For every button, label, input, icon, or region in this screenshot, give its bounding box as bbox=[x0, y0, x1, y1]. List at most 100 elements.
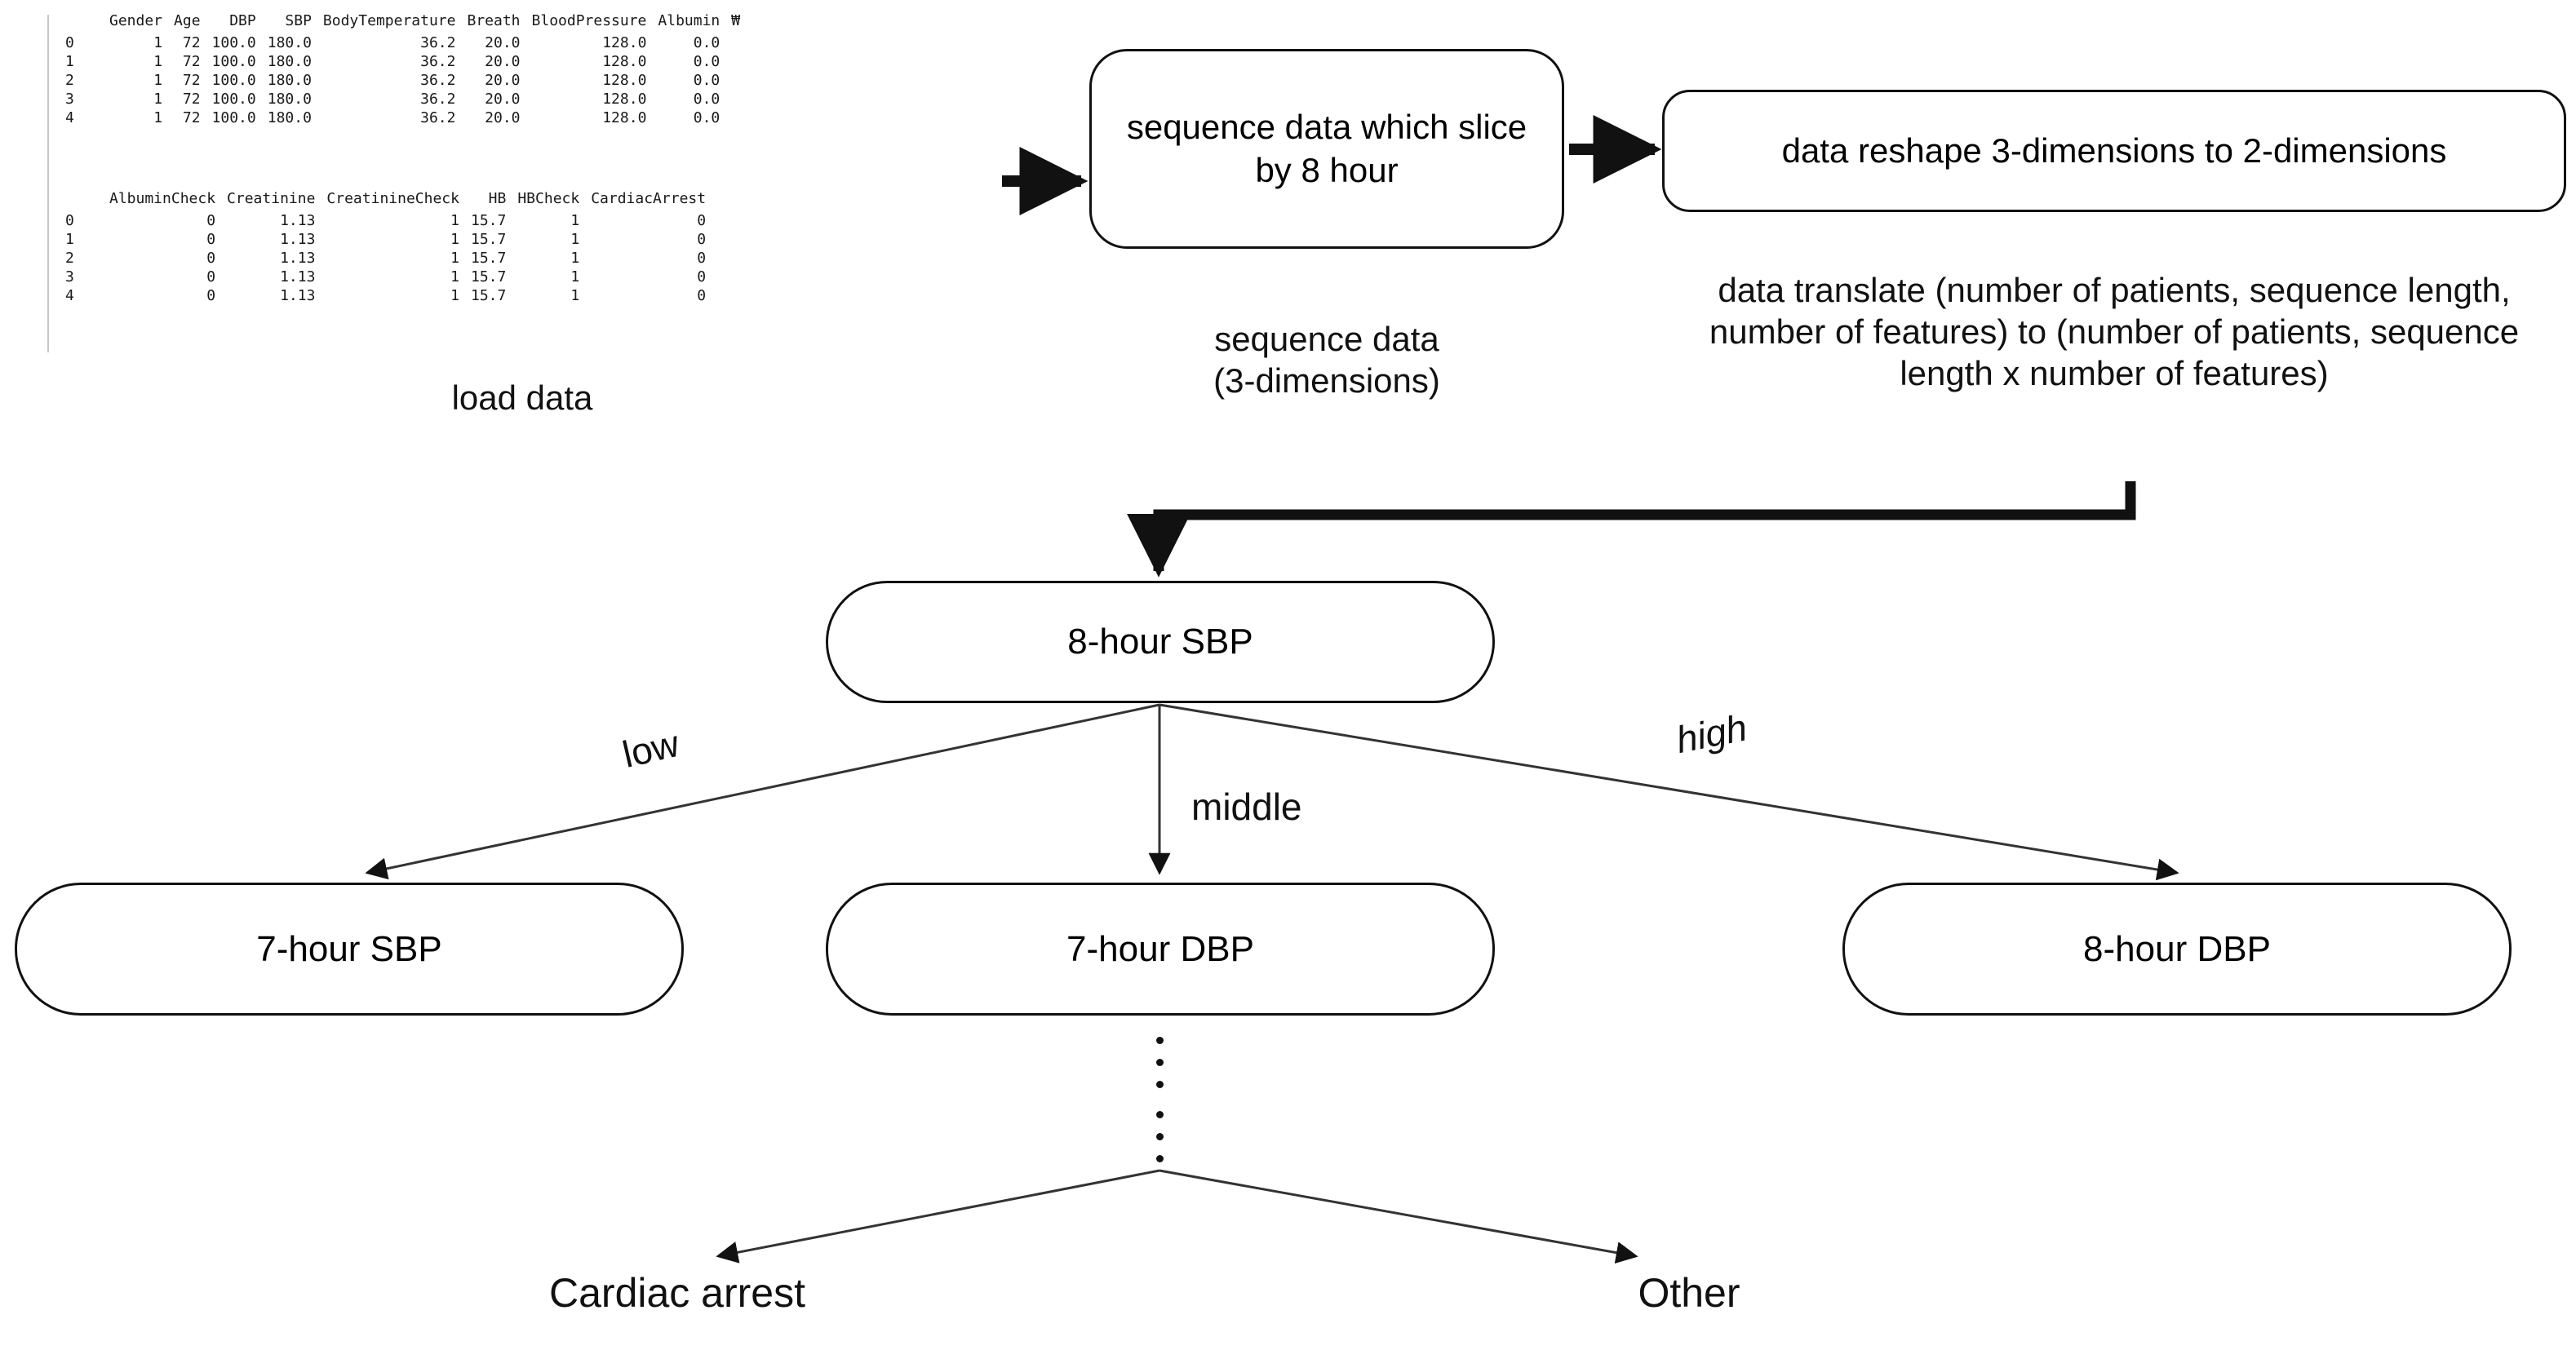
node-data-reshape[interactable]: data reshape 3-dimensions to 2-dimension… bbox=[1662, 90, 2566, 212]
cell-spacer bbox=[720, 71, 740, 90]
cell: 36.2 bbox=[420, 72, 456, 89]
cell: 20.0 bbox=[485, 34, 521, 51]
row-index: 4 bbox=[65, 287, 74, 304]
column-header: Albumin bbox=[658, 12, 720, 29]
table-row: 1 1 72 100.0 180.0 36.2 20.0 128.0 0.0 bbox=[47, 52, 740, 71]
cell: 0.0 bbox=[693, 109, 720, 126]
cell: 72 bbox=[182, 91, 201, 108]
index-header bbox=[47, 189, 98, 211]
edge-junction-to-other bbox=[1159, 1169, 1638, 1264]
edge-root-to-sbp7 bbox=[365, 703, 1160, 880]
cell: 1 bbox=[570, 287, 580, 304]
node-8-hour-sbp[interactable]: 8-hour SBP bbox=[826, 581, 1495, 703]
table-header-row: Gender Age DBP SBP BodyTemperature Breat… bbox=[47, 11, 740, 33]
cell: 0.0 bbox=[693, 72, 720, 89]
cell: 0 bbox=[206, 212, 216, 229]
edge-root-to-dbp8 bbox=[1159, 703, 2179, 881]
cell: 180.0 bbox=[267, 91, 312, 108]
leaf-other: Other bbox=[1638, 1270, 1740, 1316]
column-header: Breath bbox=[467, 12, 521, 29]
edge-label-middle: middle bbox=[1191, 786, 1302, 828]
node-sequence-slice[interactable]: sequence data which slice by 8 hour bbox=[1089, 49, 1564, 249]
cell: 100.0 bbox=[211, 53, 256, 70]
leaf-cardiac-arrest: Cardiac arrest bbox=[549, 1270, 805, 1316]
edge-label-low: low bbox=[619, 721, 684, 777]
column-header: HB bbox=[488, 190, 507, 207]
column-header: AlbuminCheck bbox=[109, 190, 216, 207]
cell: 1 bbox=[153, 34, 163, 51]
row-index: 0 bbox=[65, 212, 74, 229]
cell: 128.0 bbox=[602, 34, 647, 51]
column-header: Age bbox=[174, 12, 201, 29]
column-header: BodyTemperature bbox=[322, 12, 456, 29]
cell: 1.13 bbox=[280, 250, 316, 267]
table-row: 2 0 1.13 1 15.7 1 0 bbox=[47, 249, 706, 268]
node-7-hour-sbp[interactable]: 7-hour SBP bbox=[15, 883, 684, 1016]
dataframe-table-first: Gender Age DBP SBP BodyTemperature Breat… bbox=[47, 11, 740, 127]
cell: 0 bbox=[206, 231, 216, 248]
cell: 15.7 bbox=[470, 250, 507, 267]
table-row: 3 1 72 100.0 180.0 36.2 20.0 128.0 0.0 bbox=[47, 90, 740, 108]
cell: 0 bbox=[697, 231, 707, 248]
dataframe-output: Gender Age DBP SBP BodyTemperature Breat… bbox=[47, 8, 1051, 359]
cell: 20.0 bbox=[485, 53, 521, 70]
cell: 72 bbox=[182, 34, 201, 51]
node-8-hour-dbp[interactable]: 8-hour DBP bbox=[1842, 883, 2512, 1016]
cell: 0.0 bbox=[693, 34, 720, 51]
cell: 15.7 bbox=[470, 287, 507, 304]
cell: 36.2 bbox=[420, 53, 456, 70]
cell: 100.0 bbox=[211, 91, 256, 108]
cell: 1.13 bbox=[280, 231, 316, 248]
table-header-row: AlbuminCheck Creatinine CreatinineCheck … bbox=[47, 189, 706, 211]
cell: 0 bbox=[697, 212, 707, 229]
cell-spacer bbox=[720, 108, 740, 127]
cell: 1.13 bbox=[280, 268, 316, 285]
cell: 0 bbox=[697, 250, 707, 267]
cell-spacer bbox=[720, 33, 740, 52]
cell: 180.0 bbox=[267, 53, 312, 70]
table-row: 4 1 72 100.0 180.0 36.2 20.0 128.0 0.0 bbox=[47, 108, 740, 127]
edge-junction-to-cardiac bbox=[716, 1169, 1160, 1264]
cell: 1 bbox=[450, 231, 459, 248]
row-index: 2 bbox=[65, 250, 74, 267]
cell: 1 bbox=[153, 91, 163, 108]
index-header bbox=[47, 11, 98, 33]
cell: 36.2 bbox=[420, 109, 456, 126]
vertical-ellipsis-icon bbox=[1156, 1029, 1164, 1095]
notebook-output-gutter bbox=[47, 15, 49, 352]
row-index: 3 bbox=[65, 268, 74, 285]
cell: 100.0 bbox=[211, 109, 256, 126]
cell: 20.0 bbox=[485, 91, 521, 108]
dataframe-block-second: AlbuminCheck Creatinine CreatinineCheck … bbox=[47, 189, 1051, 305]
column-header: BloodPressure bbox=[531, 12, 647, 29]
cell: 0 bbox=[697, 287, 707, 304]
row-index: 2 bbox=[65, 72, 74, 89]
cell: 180.0 bbox=[267, 109, 312, 126]
cell: 180.0 bbox=[267, 72, 312, 89]
cell: 0.0 bbox=[693, 53, 720, 70]
table-row: 3 0 1.13 1 15.7 1 0 bbox=[47, 268, 706, 286]
column-header: HBCheck bbox=[517, 190, 580, 207]
row-index: 3 bbox=[65, 91, 74, 108]
column-header: DBP bbox=[229, 12, 256, 29]
node-7-hour-dbp[interactable]: 7-hour DBP bbox=[826, 883, 1495, 1016]
table-row: 4 0 1.13 1 15.7 1 0 bbox=[47, 286, 706, 305]
vertical-ellipsis-icon bbox=[1156, 1104, 1164, 1170]
caption-sequence-data: sequence data (3-dimensions) bbox=[1213, 320, 1440, 401]
cell: 1.13 bbox=[280, 287, 316, 304]
cell: 1 bbox=[450, 287, 459, 304]
cell: 1 bbox=[450, 250, 459, 267]
cell: 1 bbox=[570, 250, 580, 267]
table-row: 1 0 1.13 1 15.7 1 0 bbox=[47, 230, 706, 249]
cell: 128.0 bbox=[602, 91, 647, 108]
cell: 0 bbox=[206, 287, 216, 304]
row-index: 1 bbox=[65, 231, 74, 248]
cell: 1 bbox=[450, 212, 459, 229]
column-header: CardiacArrest bbox=[591, 190, 707, 207]
column-header: SBP bbox=[285, 12, 312, 29]
cell: 1 bbox=[450, 268, 459, 285]
cell: 72 bbox=[182, 53, 201, 70]
row-index: 4 bbox=[65, 109, 74, 126]
cell: 1 bbox=[153, 53, 163, 70]
dataframe-block-first: Gender Age DBP SBP BodyTemperature Breat… bbox=[47, 11, 1051, 127]
